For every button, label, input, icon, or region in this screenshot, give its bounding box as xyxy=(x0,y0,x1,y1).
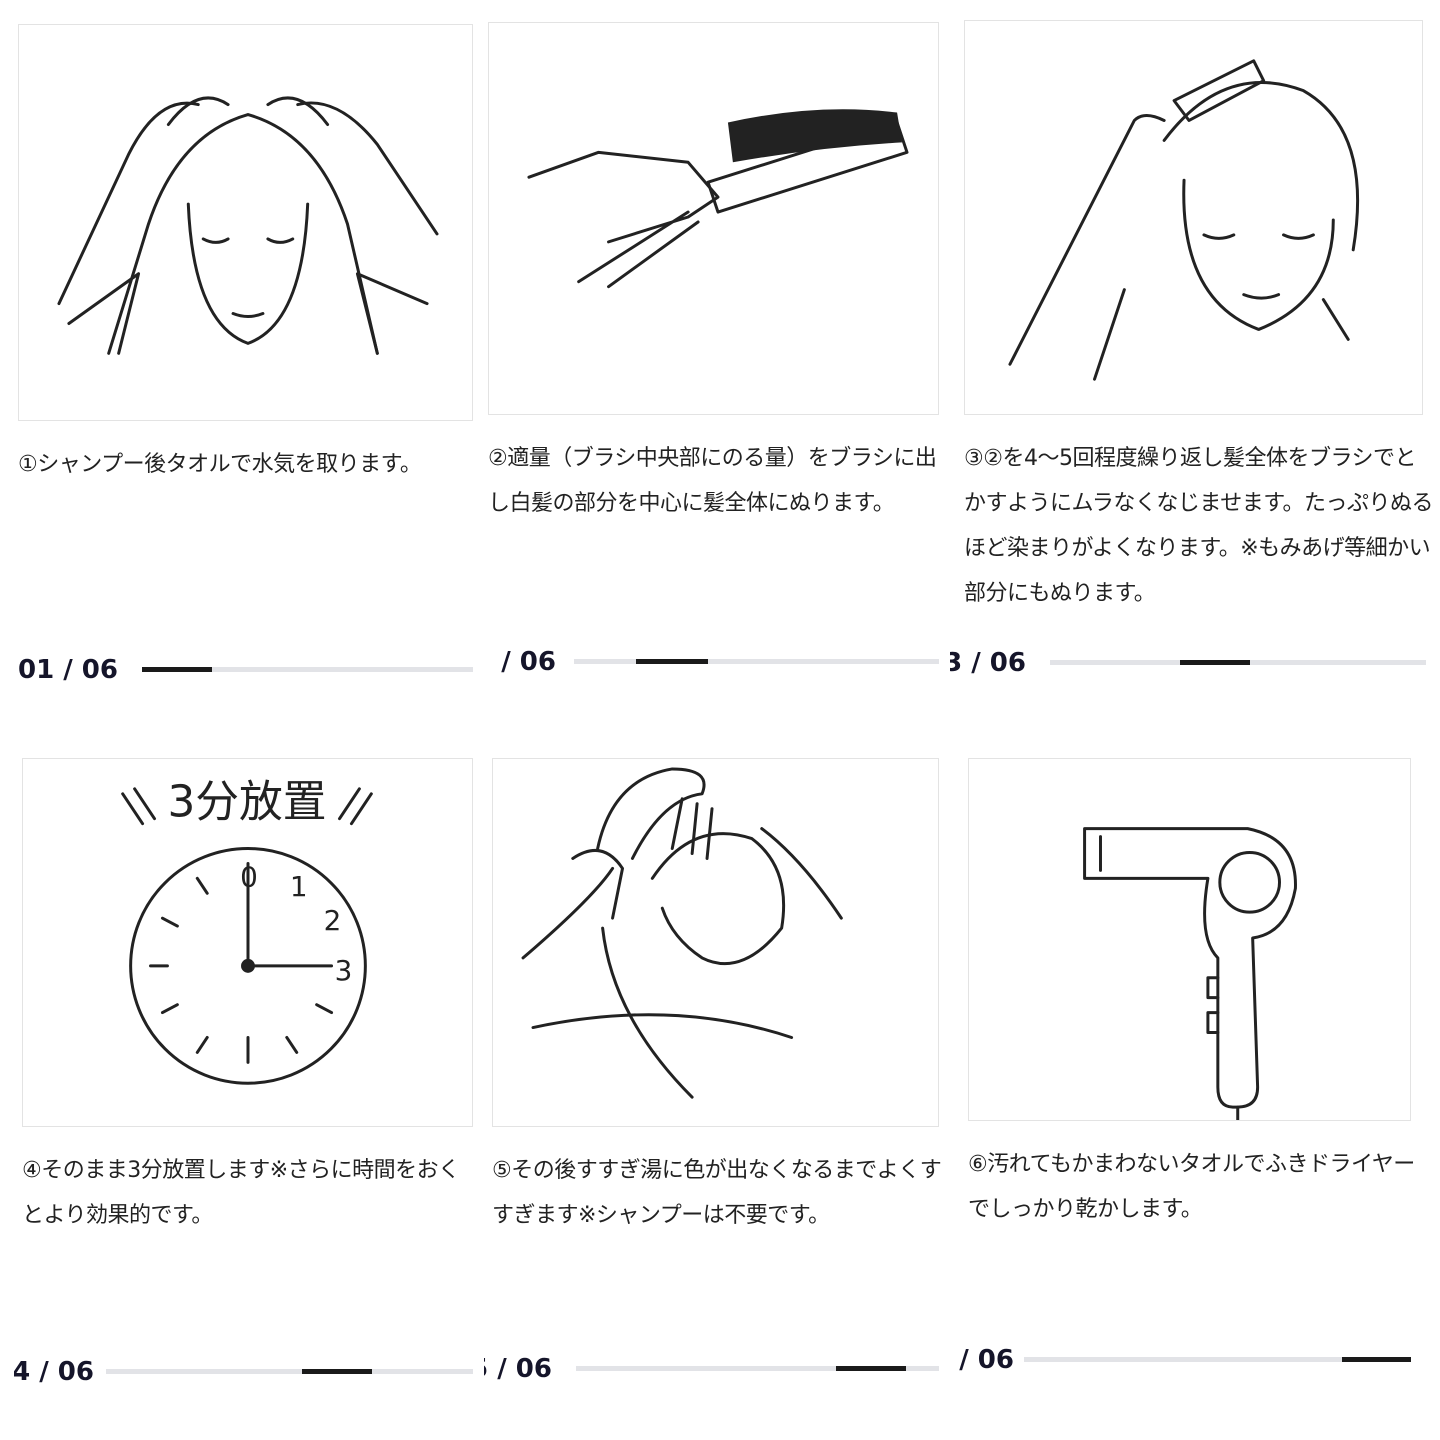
progress-track xyxy=(576,1366,939,1371)
progress-indicator xyxy=(302,1369,372,1374)
clock-digit: 2 xyxy=(324,904,342,937)
combing-illustration xyxy=(964,20,1423,415)
towel-drying-illustration xyxy=(18,24,473,421)
progress-track xyxy=(106,1369,473,1374)
step-description: ④そのまま3分放置します※さらに時間をおくとより効果的です。 xyxy=(22,1158,460,1228)
clock-illustration: 3分放置 0 1 2 3 xyxy=(22,758,473,1127)
page-indicator: 01 / 06 xyxy=(18,655,118,685)
step-description: ②適量（ブラシ中央部にのる量）をブラシに出し白髪の部分を中心に髪全体にぬります。 xyxy=(488,446,937,516)
progress-indicator xyxy=(836,1366,906,1371)
brush-illustration xyxy=(488,22,939,415)
combing-icon xyxy=(1008,59,1360,381)
hair-dryer-illustration xyxy=(968,758,1411,1121)
shower-rinse-icon xyxy=(521,767,843,1099)
step-pager: 05 / 06 xyxy=(484,1349,939,1389)
brush-icon xyxy=(527,109,909,289)
progress-track xyxy=(574,659,939,664)
progress-indicator xyxy=(636,659,708,664)
page-indicator: 04 / 06 xyxy=(14,1357,94,1387)
step-description: ⑤その後すすぎ湯に色が出なくなるまでよくすすぎます※シャンプーは不要です。 xyxy=(492,1158,942,1228)
step-pager: 06 / 06 xyxy=(952,1340,1411,1380)
progress-track xyxy=(1050,660,1426,665)
step-pager: 01 / 06 xyxy=(18,650,473,690)
clock-title: 3分放置 xyxy=(167,777,326,828)
step-description: ⑥汚れてもかまわないタオルでふきドライヤーでしっかり乾かします。 xyxy=(968,1152,1415,1222)
step-description: ①シャンプー後タオルで水気を取ります。 xyxy=(18,452,422,477)
page-indicator: 06 / 06 xyxy=(952,1345,1014,1375)
step-pager: 03 / 06 xyxy=(950,643,1426,683)
page-indicator: 02 / 06 xyxy=(494,647,556,677)
clock-digit: 1 xyxy=(290,870,308,903)
progress-indicator xyxy=(142,667,212,672)
page-indicator: 05 / 06 xyxy=(484,1354,552,1384)
page-indicator: 03 / 06 xyxy=(950,648,1026,678)
progress-indicator xyxy=(1180,660,1250,665)
step-pager: 02 / 06 xyxy=(494,642,939,682)
hair-dryer-icon xyxy=(1083,827,1297,1120)
clock-icon: 3分放置 0 1 2 3 xyxy=(121,777,373,1085)
step-description: ③②を4〜5回程度繰り返し髪全体をブラシでとかすようにムラなくなじませます。たっ… xyxy=(964,446,1434,606)
shower-rinse-illustration xyxy=(492,758,939,1127)
clock-digit: 3 xyxy=(335,954,353,987)
step-pager: 04 / 06 xyxy=(14,1352,473,1392)
progress-track xyxy=(1024,1357,1411,1362)
progress-indicator xyxy=(1342,1357,1411,1362)
progress-track xyxy=(142,667,473,672)
towel-drying-icon xyxy=(57,96,439,355)
